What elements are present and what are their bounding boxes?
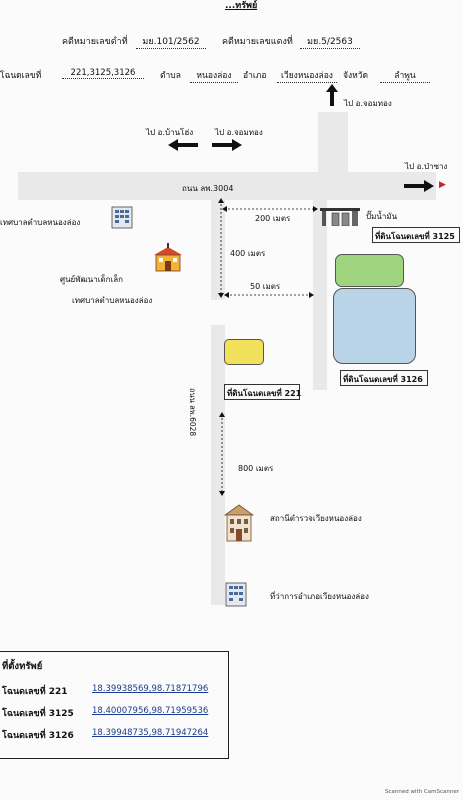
- plot-3126-label: ที่ดินโฉนดเลขที่ 3126: [343, 375, 423, 384]
- case-black-label: คดีหมายเลขดำที่: [62, 37, 128, 47]
- childcare-label-1: ศูนย์พัฒนาเด็กเล็ก: [60, 275, 123, 284]
- gas-station-label: ปั๊มน้ำมัน: [366, 212, 398, 221]
- direction-north: ไป อ.จอมทอง: [344, 99, 392, 108]
- school-icon: [154, 243, 182, 272]
- east-marker: ▶: [439, 180, 446, 190]
- dist-800-line: [219, 412, 225, 496]
- page-title: ...ทรัพย์: [225, 1, 258, 11]
- amphoe-label: อำเภอ: [243, 71, 267, 81]
- case-red-value: มย.5/2563: [300, 34, 360, 49]
- arrow-right-east-icon: [404, 180, 434, 192]
- dist-400: 400 เมตร: [230, 249, 266, 258]
- police-station-icon: [224, 504, 254, 542]
- tambon-label: ตำบล: [160, 71, 181, 81]
- direction-east: ไป อ.ป่าซาง: [405, 162, 448, 171]
- direction-mid: ไป อ.จอมทอง: [215, 128, 263, 137]
- municipality-label: เทศบาลตำบลหนองล่อง: [0, 218, 81, 227]
- plot-221-label: ที่ดินโฉนดเลขที่ 221: [227, 389, 302, 398]
- office-building-icon: [225, 582, 247, 607]
- main-road: [18, 172, 436, 200]
- coords-box: ที่ตั้งทรัพย์ โฉนดเลขที่ 221 18.39938569…: [0, 651, 229, 759]
- plot-3125-label: ที่ดินโฉนดเลขที่ 3125: [375, 232, 455, 241]
- case-red-label: คดีหมายเลขแดงที่: [222, 37, 293, 47]
- case-black-value: มย.101/2562: [136, 34, 206, 49]
- province-label: จังหวัด: [343, 71, 369, 81]
- building-icon: [111, 206, 133, 229]
- main-road-label: ถนน ลพ.3004: [182, 184, 234, 193]
- dist-200-line: [222, 206, 318, 212]
- police-label: สถานีตำรวจเวียงหนองล่อง: [270, 514, 362, 523]
- side-road-label: ถนน ลพ.6028: [188, 388, 197, 437]
- side-road-right: [313, 200, 327, 390]
- district-office-label: ที่ว่าการอำเภอเวียงหนองล่อง: [270, 592, 369, 601]
- gas-station-icon: [320, 208, 360, 226]
- plot-3125-area: [335, 254, 404, 287]
- province-value: ลำพูน: [380, 68, 430, 83]
- coords-value-221[interactable]: 18.39938569,98.71871796: [92, 684, 209, 694]
- dist-400-line: [218, 198, 224, 298]
- coords-value-3126[interactable]: 18.39948735,98.71947264: [92, 728, 209, 738]
- amphoe-value: เวียงหนองล่อง: [277, 68, 337, 83]
- direction-west: ไป อ.บ้านโฮ่ง: [146, 128, 194, 137]
- coords-value-3125[interactable]: 18.40007956,98.71959536: [92, 706, 209, 716]
- coords-title: ที่ตั้งทรัพย์: [2, 661, 43, 672]
- dist-800: 800 เมตร: [238, 464, 274, 473]
- dist-50: 50 เมตร: [250, 282, 281, 291]
- childcare-label-2: เทศบาลตำบลหนองล่อง: [72, 296, 153, 305]
- tambon-value: หนองล่อง: [190, 68, 238, 83]
- arrow-up-icon: [326, 84, 338, 106]
- coords-label-3126: โฉนดเลขที่ 3126: [2, 731, 74, 741]
- coords-label-3125: โฉนดเลขที่ 3125: [2, 709, 74, 719]
- plot-3126-area: [333, 288, 416, 364]
- north-road: [318, 112, 348, 174]
- coords-label-221: โฉนดเลขที่ 221: [2, 687, 68, 697]
- deed-label: โฉนดเลขที่: [0, 71, 42, 81]
- side-road-lower: [211, 325, 225, 605]
- arrow-left-icon: [168, 139, 198, 151]
- scanner-watermark: Scanned with CamScanner: [385, 789, 459, 795]
- side-road-upper: [211, 200, 225, 300]
- arrow-right-icon: [212, 139, 242, 151]
- dist-200: 200 เมตร: [255, 214, 291, 223]
- deed-value: 221,3125,3126: [62, 68, 144, 79]
- plot-221-area: [224, 339, 264, 365]
